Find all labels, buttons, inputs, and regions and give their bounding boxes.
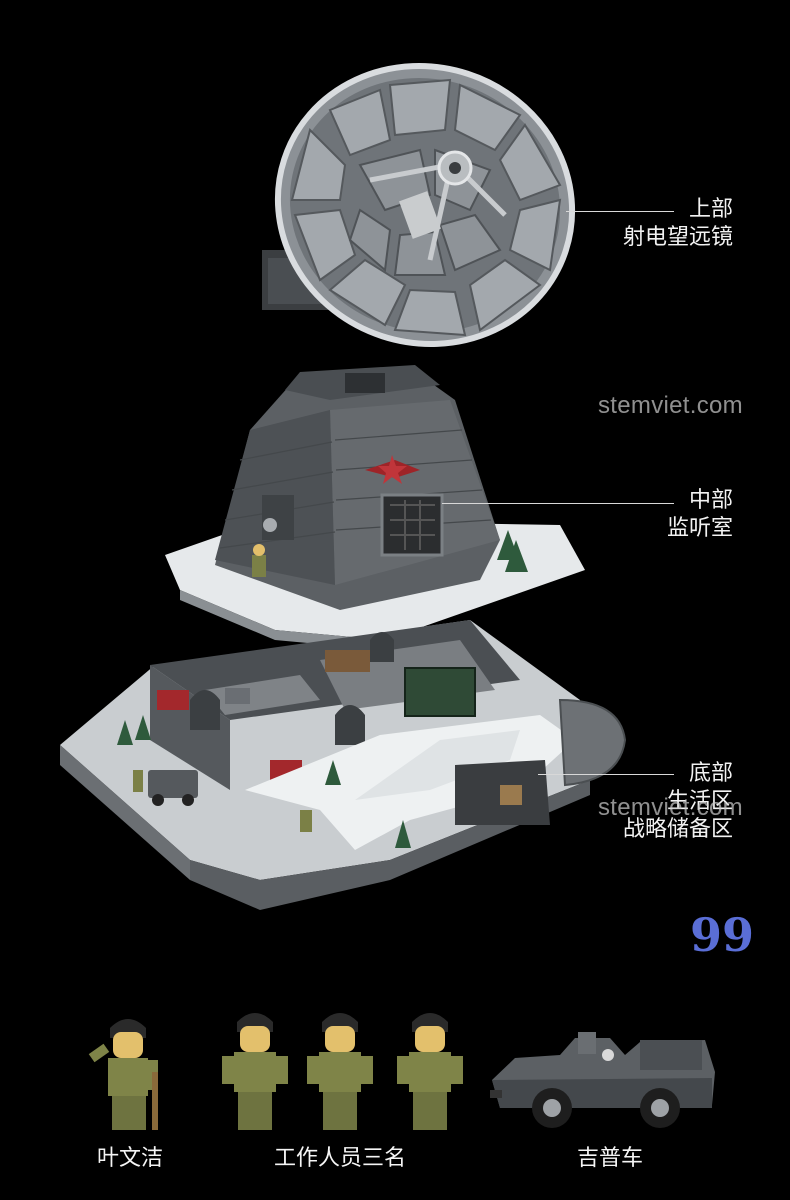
top-callout-line [566, 211, 674, 212]
minifigure-staff-1 [222, 1013, 288, 1130]
middle-section-title: 中部 [688, 488, 733, 513]
bottom-section-title: 底部 [688, 761, 733, 786]
bottom-section-callout: 底部 生活区 战略储备区 [560, 760, 733, 844]
caption-ye-wenjie: 叶文洁 [96, 1146, 163, 1171]
watermark-lower: stemviet.com [598, 794, 743, 821]
bottom-section-line2: 生活区 [666, 789, 733, 814]
middle-section-callout: 中部 监听室 [600, 487, 733, 543]
top-section-title: 上部 [688, 197, 733, 222]
quote-icon: 99 [690, 908, 755, 962]
middle-callout-line [442, 503, 674, 504]
top-section-subtitle: 射电望远镜 [622, 225, 733, 250]
caption-jeep: 吉普车 [576, 1146, 643, 1171]
middle-section-subtitle: 监听室 [666, 516, 733, 541]
caption-staff: 工作人员三名 [273, 1146, 406, 1171]
listening-room-module [165, 365, 585, 650]
minifigure-staff-3 [397, 1013, 463, 1130]
bottom-section-line3: 战略储备区 [622, 817, 733, 842]
top-section-callout: 上部 射电望远镜 [590, 196, 733, 252]
jeep-model [490, 1032, 715, 1128]
bottom-callout-line [538, 774, 674, 775]
minifigure-ye-wenjie [88, 1019, 158, 1130]
watermark-upper: stemviet.com [598, 392, 743, 419]
radio-telescope-dish [262, 63, 576, 347]
minifigure-staff-2 [307, 1013, 373, 1130]
underground-base-module [60, 620, 627, 910]
